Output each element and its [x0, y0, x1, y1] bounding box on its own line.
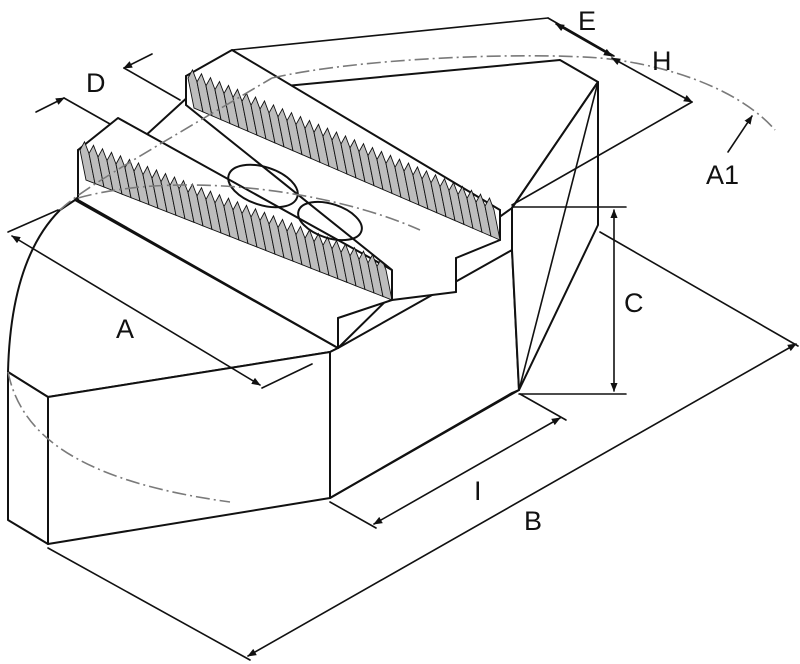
- dimension-a1-leader: [727, 115, 753, 153]
- label-h: H: [652, 46, 672, 76]
- serrated-rail-back: [185, 49, 501, 301]
- chuck-radius-arc: [271, 54, 776, 131]
- serrated-rail-front: [77, 117, 393, 349]
- mounting-hole-1: [227, 163, 299, 209]
- label-d: D: [86, 68, 106, 98]
- label-b: B: [524, 506, 542, 536]
- dimension-i: [329, 393, 567, 529]
- label-c: C: [624, 288, 644, 318]
- label-a: A: [116, 314, 134, 344]
- dimension-h: [511, 57, 693, 206]
- mounting-hole-2: [297, 200, 363, 242]
- dimension-e: [231, 17, 615, 57]
- jaw-front-left-face: [7, 371, 49, 545]
- dimension-d: [35, 53, 181, 125]
- label-a1: A1: [706, 160, 739, 190]
- label-i: I: [474, 476, 482, 506]
- label-e: E: [578, 6, 596, 36]
- dimension-c: [511, 206, 627, 395]
- serration-tooth-back: [484, 196, 501, 241]
